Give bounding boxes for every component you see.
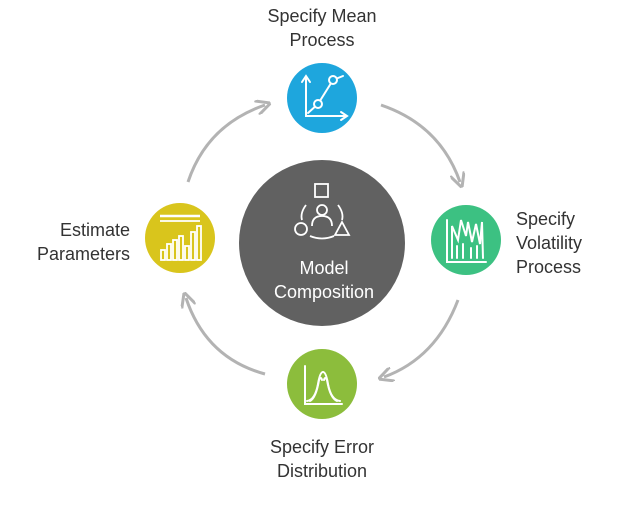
arrow-volatility-to-error	[384, 299, 460, 377]
bar-chart-icon	[160, 214, 202, 261]
center-node	[239, 160, 405, 326]
node-estimate	[145, 203, 215, 273]
center-label: Model Composition	[240, 256, 408, 304]
center-label-line-2: Composition	[273, 282, 375, 302]
label-error: Specify Error Distribution	[226, 435, 418, 483]
label-volatility-line-1: Specify	[516, 209, 576, 229]
arrow-error-to-estimate	[186, 298, 266, 376]
center-label-line-1: Model	[299, 258, 349, 278]
node-mean	[287, 63, 357, 133]
label-mean-line-2: Process	[289, 30, 355, 50]
center-circle	[239, 160, 405, 326]
label-mean: Specify Mean Process	[230, 4, 414, 52]
label-estimate: Estimate Parameters	[4, 218, 130, 266]
distribution-curve-icon	[304, 365, 343, 405]
label-error-line-1: Specify Error	[269, 437, 375, 457]
line-graph-icon	[301, 74, 349, 121]
label-volatility-line-2: Volatility	[516, 233, 583, 253]
label-estimate-line-1: Estimate	[59, 220, 130, 240]
label-mean-line-1: Specify Mean	[267, 6, 377, 26]
composition-icon	[294, 183, 351, 240]
arrow-mean-to-volatility	[380, 103, 460, 182]
node-volatility	[431, 205, 501, 275]
label-error-line-2: Distribution	[276, 461, 368, 481]
label-estimate-line-2: Parameters	[36, 244, 130, 264]
label-volatility-line-3: Process	[516, 257, 582, 277]
node-volatility-circle	[431, 205, 501, 275]
node-estimate-circle	[145, 203, 215, 273]
node-error-circle	[287, 349, 357, 419]
node-error	[287, 349, 357, 419]
volatility-chart-icon	[446, 219, 487, 263]
arrow-estimate-to-mean	[186, 105, 265, 183]
label-volatility: Specify Volatility Process	[516, 207, 634, 279]
